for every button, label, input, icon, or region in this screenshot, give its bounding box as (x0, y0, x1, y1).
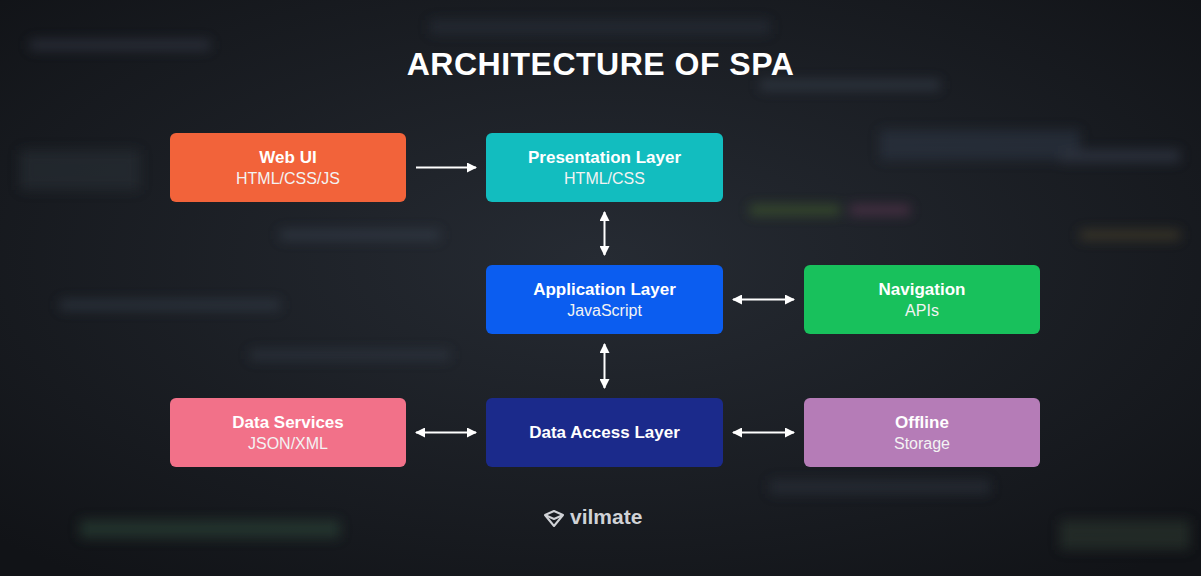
box-heading: Application Layer (533, 279, 676, 300)
diagram-title: ARCHITECTURE OF SPA (0, 46, 1201, 83)
layer-box: Presentation LayerHTML/CSS (486, 133, 723, 202)
logo-icon (543, 509, 565, 529)
watermark-text: vilmate (570, 505, 642, 529)
box-subtext: HTML/CSS/JS (236, 168, 340, 189)
connector-arrow (733, 299, 794, 301)
box-subtext: JSON/XML (248, 433, 328, 454)
service-box: Data ServicesJSON/XML (170, 398, 406, 467)
connector-arrow (416, 432, 476, 434)
service-box: NavigationAPIs (804, 265, 1040, 334)
source-box: Web UIHTML/CSS/JS (170, 133, 406, 202)
box-heading: Web UI (259, 147, 316, 168)
box-subtext: HTML/CSS (564, 168, 645, 189)
connector-arrow (416, 167, 476, 169)
box-subtext: Storage (894, 433, 950, 454)
box-heading: Data Services (232, 412, 344, 433)
box-subtext: JavaScript (567, 300, 642, 321)
connector-arrow (733, 432, 794, 434)
box-heading: Data Access Layer (529, 422, 680, 443)
box-heading: Navigation (879, 279, 966, 300)
layer-box: Data Access Layer (486, 398, 723, 467)
storage-box: OfflineStorage (804, 398, 1040, 467)
layer-box: Application LayerJavaScript (486, 265, 723, 334)
connector-arrow (604, 344, 606, 388)
box-heading: Presentation Layer (528, 147, 681, 168)
connector-arrow (604, 212, 606, 255)
box-subtext: APIs (905, 300, 939, 321)
box-heading: Offline (895, 412, 949, 433)
